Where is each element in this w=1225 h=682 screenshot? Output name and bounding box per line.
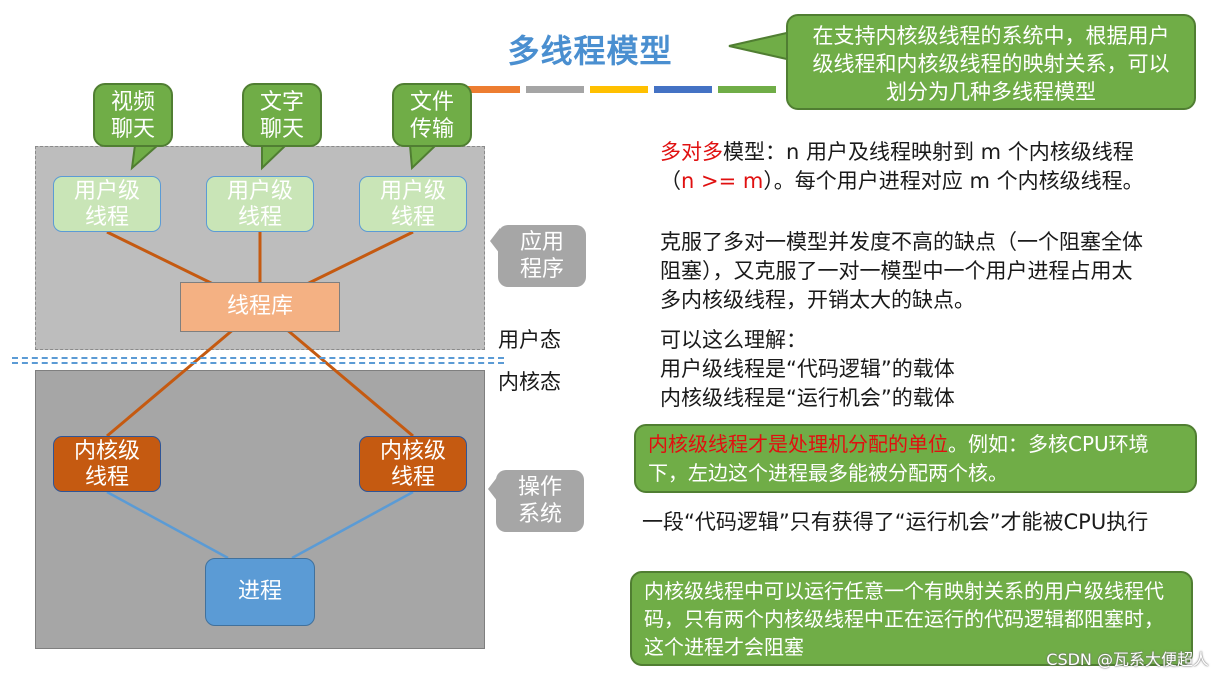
deco-bar-blue [654,86,712,93]
user-thread-1: 用户级 线程 [53,176,161,232]
deco-bar-grey [526,86,584,93]
user-mode-label: 用户态 [498,328,561,352]
os-label: 操作 系统 [496,470,584,532]
page-title: 多线程模型 [507,32,673,70]
kernel-thread-2: 内核级 线程 [359,436,467,492]
mode-divider-bottom [12,362,504,364]
thread-library: 线程库 [180,282,340,332]
watermark: CSDN @瓦系大便超人 [1046,650,1209,669]
process-box: 进程 [205,558,315,626]
kernel-mode-label: 内核态 [498,370,561,394]
user-thread-2: 用户级 线程 [206,176,314,232]
deco-bar-orange [462,86,520,93]
model-description: 多对多模型：n 用户及线程映射到 m 个内核级线程（n >= m）。每个用户进程… [660,140,1144,193]
app-callout-video-chat: 视频 聊天 [93,83,173,147]
user-thread-3: 用户级 线程 [359,176,467,232]
mode-divider-top [12,357,504,359]
app-label: 应用 程序 [498,225,586,287]
execution-note: 一段“代码逻辑”只有获得了“运行机会”才能被CPU执行 [642,510,1149,534]
advantages-paragraph: 克服了多对一模型并发度不高的缺点（一个阻塞全体阻塞），又克服了一对一模型中一个用… [660,230,1143,312]
app-label-pointer [490,228,500,254]
title-callout: 在支持内核级线程的系统中，根据用户级线程和内核级线程的映射关系，可以划分为几种多… [786,14,1196,110]
deco-bar-yellow [590,86,648,93]
processor-unit-note: 内核级线程才是处理机分配的单位。例如：多核CPU环境下，左边这个进程最多能被分配… [634,424,1197,493]
understanding-paragraph: 可以这么理解： 用户级线程是“代码逻辑”的载体 内核级线程是“运行机会”的载体 [660,328,955,410]
app-callout-text-chat: 文字 聊天 [242,83,322,147]
blocking-note: 内核级线程中可以运行任意一个有映射关系的用户级线程代码，只有两个内核级线程中正在… [630,571,1193,666]
os-label-pointer [488,476,498,502]
app-callout-file-transfer: 文件 传输 [392,83,472,147]
deco-bar-green [718,86,776,93]
kernel-thread-1: 内核级 线程 [53,436,161,492]
